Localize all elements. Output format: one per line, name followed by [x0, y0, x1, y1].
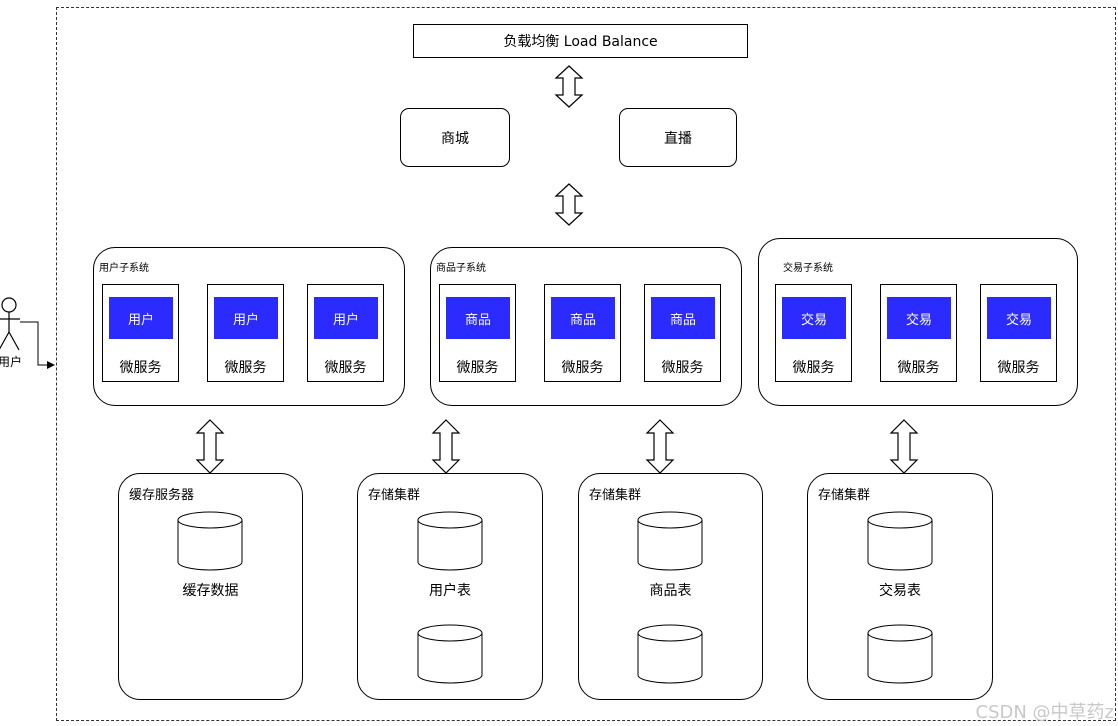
microservice-box[interactable]: 商品 微服务: [544, 284, 621, 382]
microservice-box[interactable]: 商品 微服务: [644, 284, 721, 382]
microservice-label: 微服务: [661, 360, 704, 376]
app-live-box[interactable]: 直播: [619, 108, 737, 167]
microservice-box[interactable]: 交易 微服务: [775, 284, 852, 382]
storage-cluster-title: 存储集群: [368, 488, 421, 503]
microservice-box[interactable]: 交易 微服务: [880, 284, 957, 382]
microservice-box[interactable]: 用户 微服务: [307, 284, 384, 382]
master-db-label: 主数据库: [873, 548, 926, 563]
subsystem-trade[interactable]: 交易子系统 交易 微服务 交易 微服务 交易 微服务: [758, 238, 1078, 406]
subsystem-product-title: 商品子系统: [436, 263, 486, 274]
microservice-label: 微服务: [897, 360, 940, 376]
microservice-name: 用户: [314, 297, 378, 339]
storage-cluster-trade[interactable]: 存储集群 主数据库 交易表 从数据库: [807, 473, 993, 700]
cache-server-title: 缓存服务器: [129, 488, 195, 503]
microservice-name: 商品: [551, 297, 615, 339]
microservice-label: 微服务: [119, 360, 162, 376]
slave-db-label: 从数据库: [644, 660, 697, 675]
load-balancer-label: 负载均衡 Load Balance: [503, 34, 658, 50]
storage-cluster-user[interactable]: 存储集群 主数据库 用户表 从数据库: [357, 473, 543, 700]
cache-server[interactable]: 缓存服务器 缓存 缓存数据: [118, 473, 303, 700]
cache-data-label: 缓存数据: [182, 583, 239, 599]
table-label: 商品表: [649, 583, 692, 599]
storage-cluster-product[interactable]: 存储集群 主数据库 商品表 从数据库: [578, 473, 763, 700]
microservice-box[interactable]: 商品 微服务: [439, 284, 516, 382]
microservice-name: 商品: [651, 297, 715, 339]
subsystem-user[interactable]: 用户子系统 用户 微服务 用户 微服务 用户 微服务: [93, 247, 405, 406]
cache-db-label: 缓存: [197, 548, 224, 563]
microservice-name: 商品: [446, 297, 510, 339]
slave-db-label: 从数据库: [423, 660, 476, 675]
microservice-box[interactable]: 用户 微服务: [207, 284, 284, 382]
table-label: 用户表: [429, 583, 471, 599]
microservice-label: 微服务: [792, 360, 835, 376]
watermark: CSDN @中草药z: [975, 702, 1115, 723]
microservice-name: 用户: [109, 297, 173, 339]
storage-cluster-title: 存储集群: [818, 488, 871, 503]
microservice-label: 微服务: [997, 360, 1040, 376]
load-balancer-box[interactable]: 负载均衡 Load Balance: [413, 24, 748, 58]
master-db-label: 主数据库: [644, 548, 697, 563]
subsystem-product[interactable]: 商品子系统 商品 微服务 商品 微服务 商品 微服务: [430, 247, 742, 406]
microservice-label: 微服务: [324, 360, 367, 376]
microservice-label: 微服务: [224, 360, 267, 376]
app-live-label: 直播: [664, 130, 692, 147]
microservice-box[interactable]: 交易 微服务: [980, 284, 1057, 382]
microservice-name: 交易: [887, 297, 951, 339]
slave-db-label: 从数据库: [873, 660, 926, 675]
microservice-name: 交易: [987, 297, 1051, 339]
master-db-label: 主数据库: [423, 548, 476, 563]
app-mall-label: 商城: [441, 130, 469, 147]
user-actor-label: 用户: [0, 355, 23, 369]
actor-connector-arrow: [20, 321, 55, 369]
microservice-label: 微服务: [456, 360, 499, 376]
microservice-name: 用户: [214, 297, 278, 339]
subsystem-trade-title: 交易子系统: [783, 263, 833, 274]
user-actor-icon: [0, 297, 20, 351]
microservice-box[interactable]: 用户 微服务: [102, 284, 179, 382]
app-mall-box[interactable]: 商城: [400, 108, 510, 167]
storage-cluster-title: 存储集群: [589, 488, 642, 503]
table-label: 交易表: [879, 583, 921, 599]
system-boundary: [56, 7, 1116, 721]
microservice-name: 交易: [782, 297, 846, 339]
microservice-label: 微服务: [561, 360, 604, 376]
subsystem-user-title: 用户子系统: [99, 263, 149, 274]
